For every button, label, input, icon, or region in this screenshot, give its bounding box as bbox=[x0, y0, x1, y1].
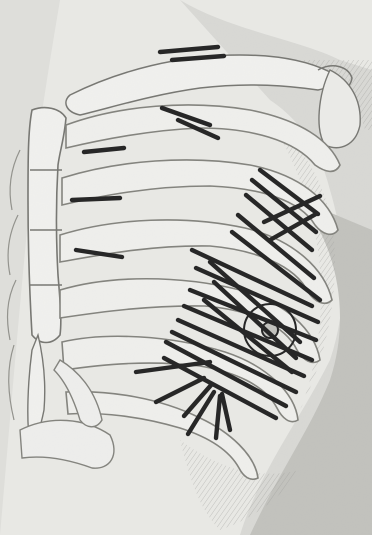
illustration-frame bbox=[0, 0, 372, 535]
anatomical-illustration bbox=[0, 0, 372, 535]
paper-grain bbox=[0, 0, 372, 535]
